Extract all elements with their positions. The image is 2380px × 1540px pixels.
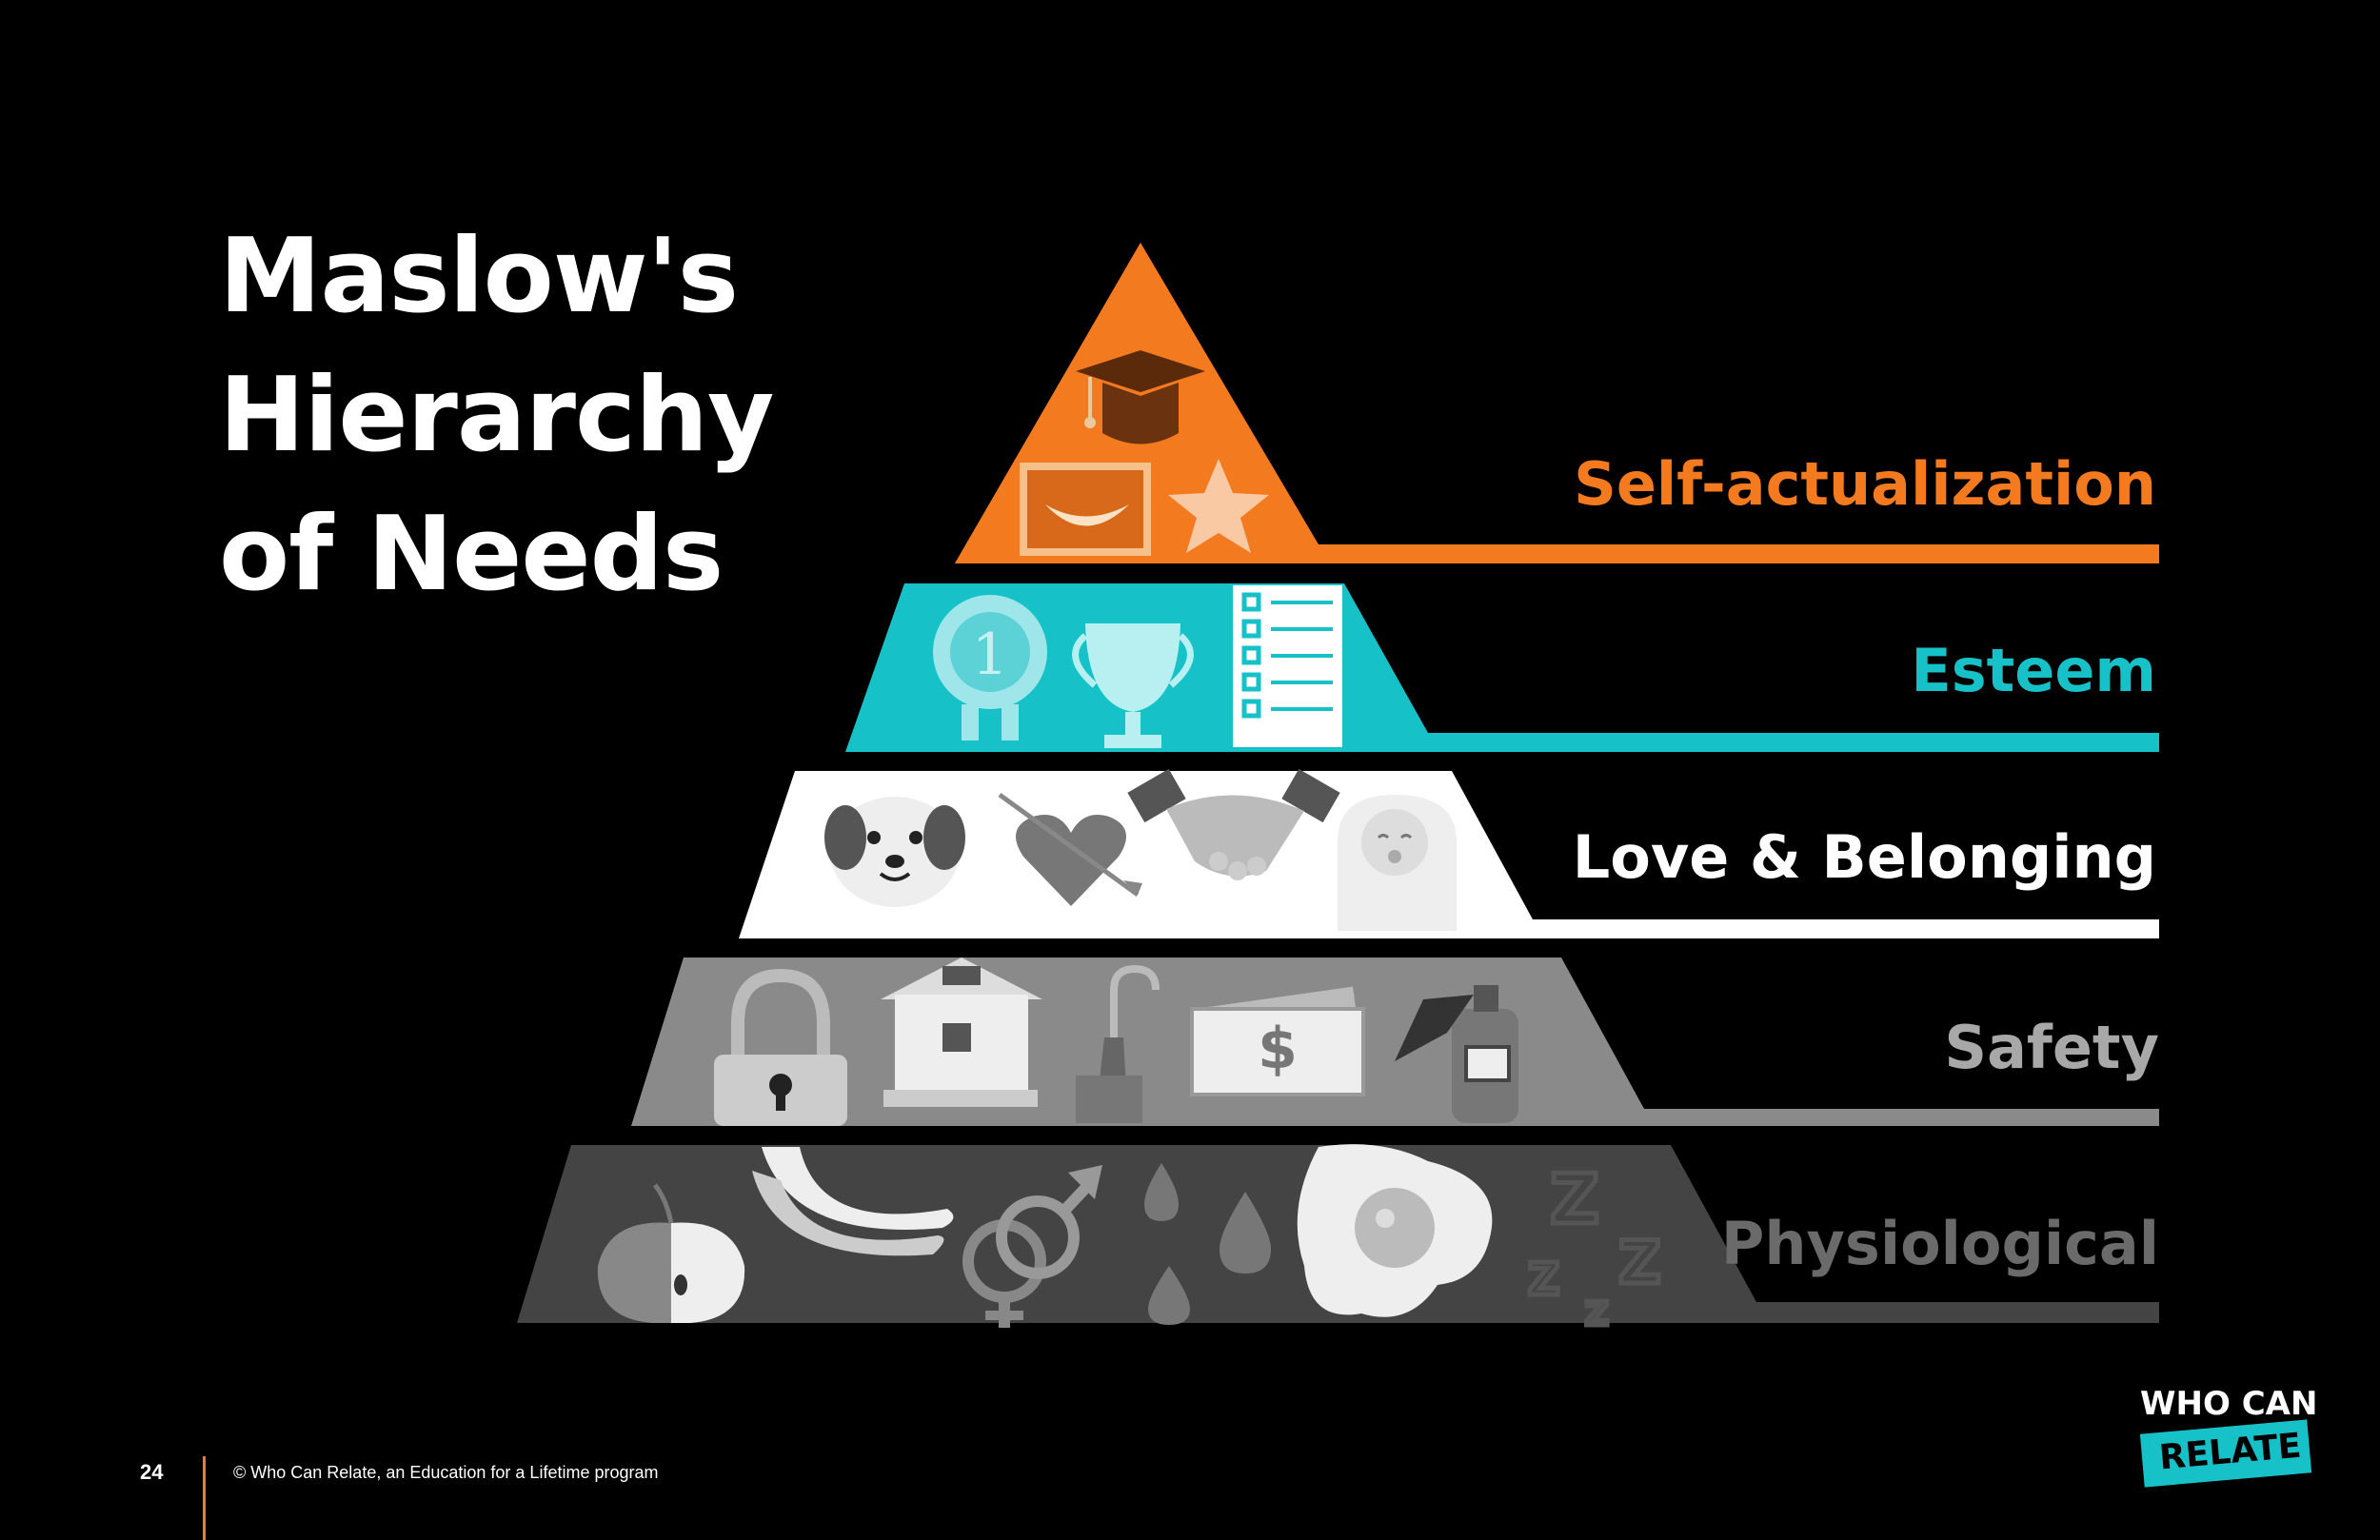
trophy-icon <box>1072 623 1194 748</box>
page-title: Maslow's Hierarchy of Needs <box>219 207 774 624</box>
page-number: 24 <box>140 1460 164 1484</box>
label-self-actualization: Self-actualization <box>1574 449 2156 519</box>
label-safety: Safety <box>1944 1013 2159 1082</box>
sleep-icon: Z Z Z Z <box>1526 1157 1664 1336</box>
svg-text:Z: Z <box>1550 1159 1599 1239</box>
level-safety-shape <box>631 958 2159 1126</box>
level-esteem: 1 <box>845 583 2159 752</box>
baby-icon <box>1338 795 1457 931</box>
title-line-2: Hierarchy <box>219 356 774 475</box>
title-line-1: Maslow's <box>219 217 739 336</box>
graduation-cap-icon <box>1076 350 1205 444</box>
banana-icon <box>752 1147 954 1256</box>
medal-icon: 1 <box>933 595 1047 740</box>
heart-arrow-icon <box>998 792 1142 906</box>
svg-text:Z: Z <box>1618 1228 1661 1297</box>
gender-icon <box>962 1165 1102 1328</box>
svg-text:Z: Z <box>1528 1254 1559 1305</box>
money-icon: $ <box>1190 986 1365 1096</box>
water-drops-icon <box>1144 1163 1271 1325</box>
fire-extinguisher-icon <box>1395 985 1518 1123</box>
checklist-icon <box>1233 585 1342 747</box>
label-love-belonging: Love & Belonging <box>1572 822 2156 892</box>
title-line-3: of Needs <box>219 495 724 614</box>
label-esteem: Esteem <box>1911 636 2156 705</box>
handshake-icon <box>1127 768 1340 880</box>
dog-icon <box>824 797 965 907</box>
label-physiological: Physiological <box>1720 1209 2159 1278</box>
banana-frame-icon <box>1020 463 1151 556</box>
level-self-actualization-bar <box>1314 544 2159 563</box>
who-can-relate-logo: WHO CAN RELATE <box>2136 1385 2317 1490</box>
footer-divider <box>203 1456 206 1540</box>
star-icon <box>1168 459 1269 553</box>
logo-line-1: WHO CAN <box>2140 1385 2318 1423</box>
svg-text:Z: Z <box>1585 1295 1609 1333</box>
house-icon <box>881 958 1042 1107</box>
level-safety: $ <box>631 958 2159 1126</box>
umbrella-icon <box>1076 964 1160 1123</box>
padlock-icon <box>714 968 847 1126</box>
svg-text:$: $ <box>1258 1016 1298 1082</box>
apple-icon <box>597 1183 745 1323</box>
level-love-belonging <box>739 768 2159 938</box>
egg-icon <box>1297 1144 1493 1317</box>
svg-text:1: 1 <box>972 622 1008 688</box>
level-self-actualization <box>955 243 2159 563</box>
level-physiological: Z Z Z Z <box>517 1144 2159 1336</box>
footer-copyright: © Who Can Relate, an Education for a Lif… <box>233 1463 659 1482</box>
